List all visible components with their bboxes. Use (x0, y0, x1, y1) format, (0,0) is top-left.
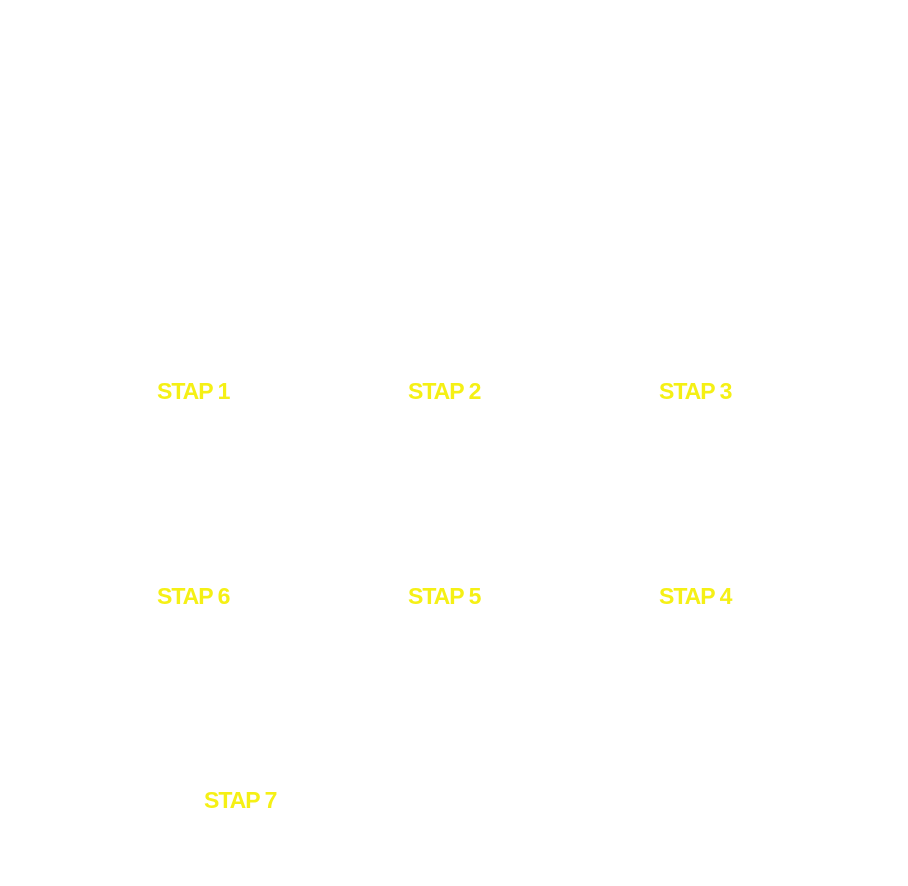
step-6-label: STAP 6 (157, 583, 230, 609)
step-5-label: STAP 5 (408, 583, 481, 609)
step-4-label: STAP 4 (659, 583, 732, 609)
step-3-label: STAP 3 (659, 378, 732, 404)
step-2-label: STAP 2 (408, 378, 481, 404)
step-1-label: STAP 1 (157, 378, 230, 404)
step-7-label: STAP 7 (204, 787, 277, 813)
